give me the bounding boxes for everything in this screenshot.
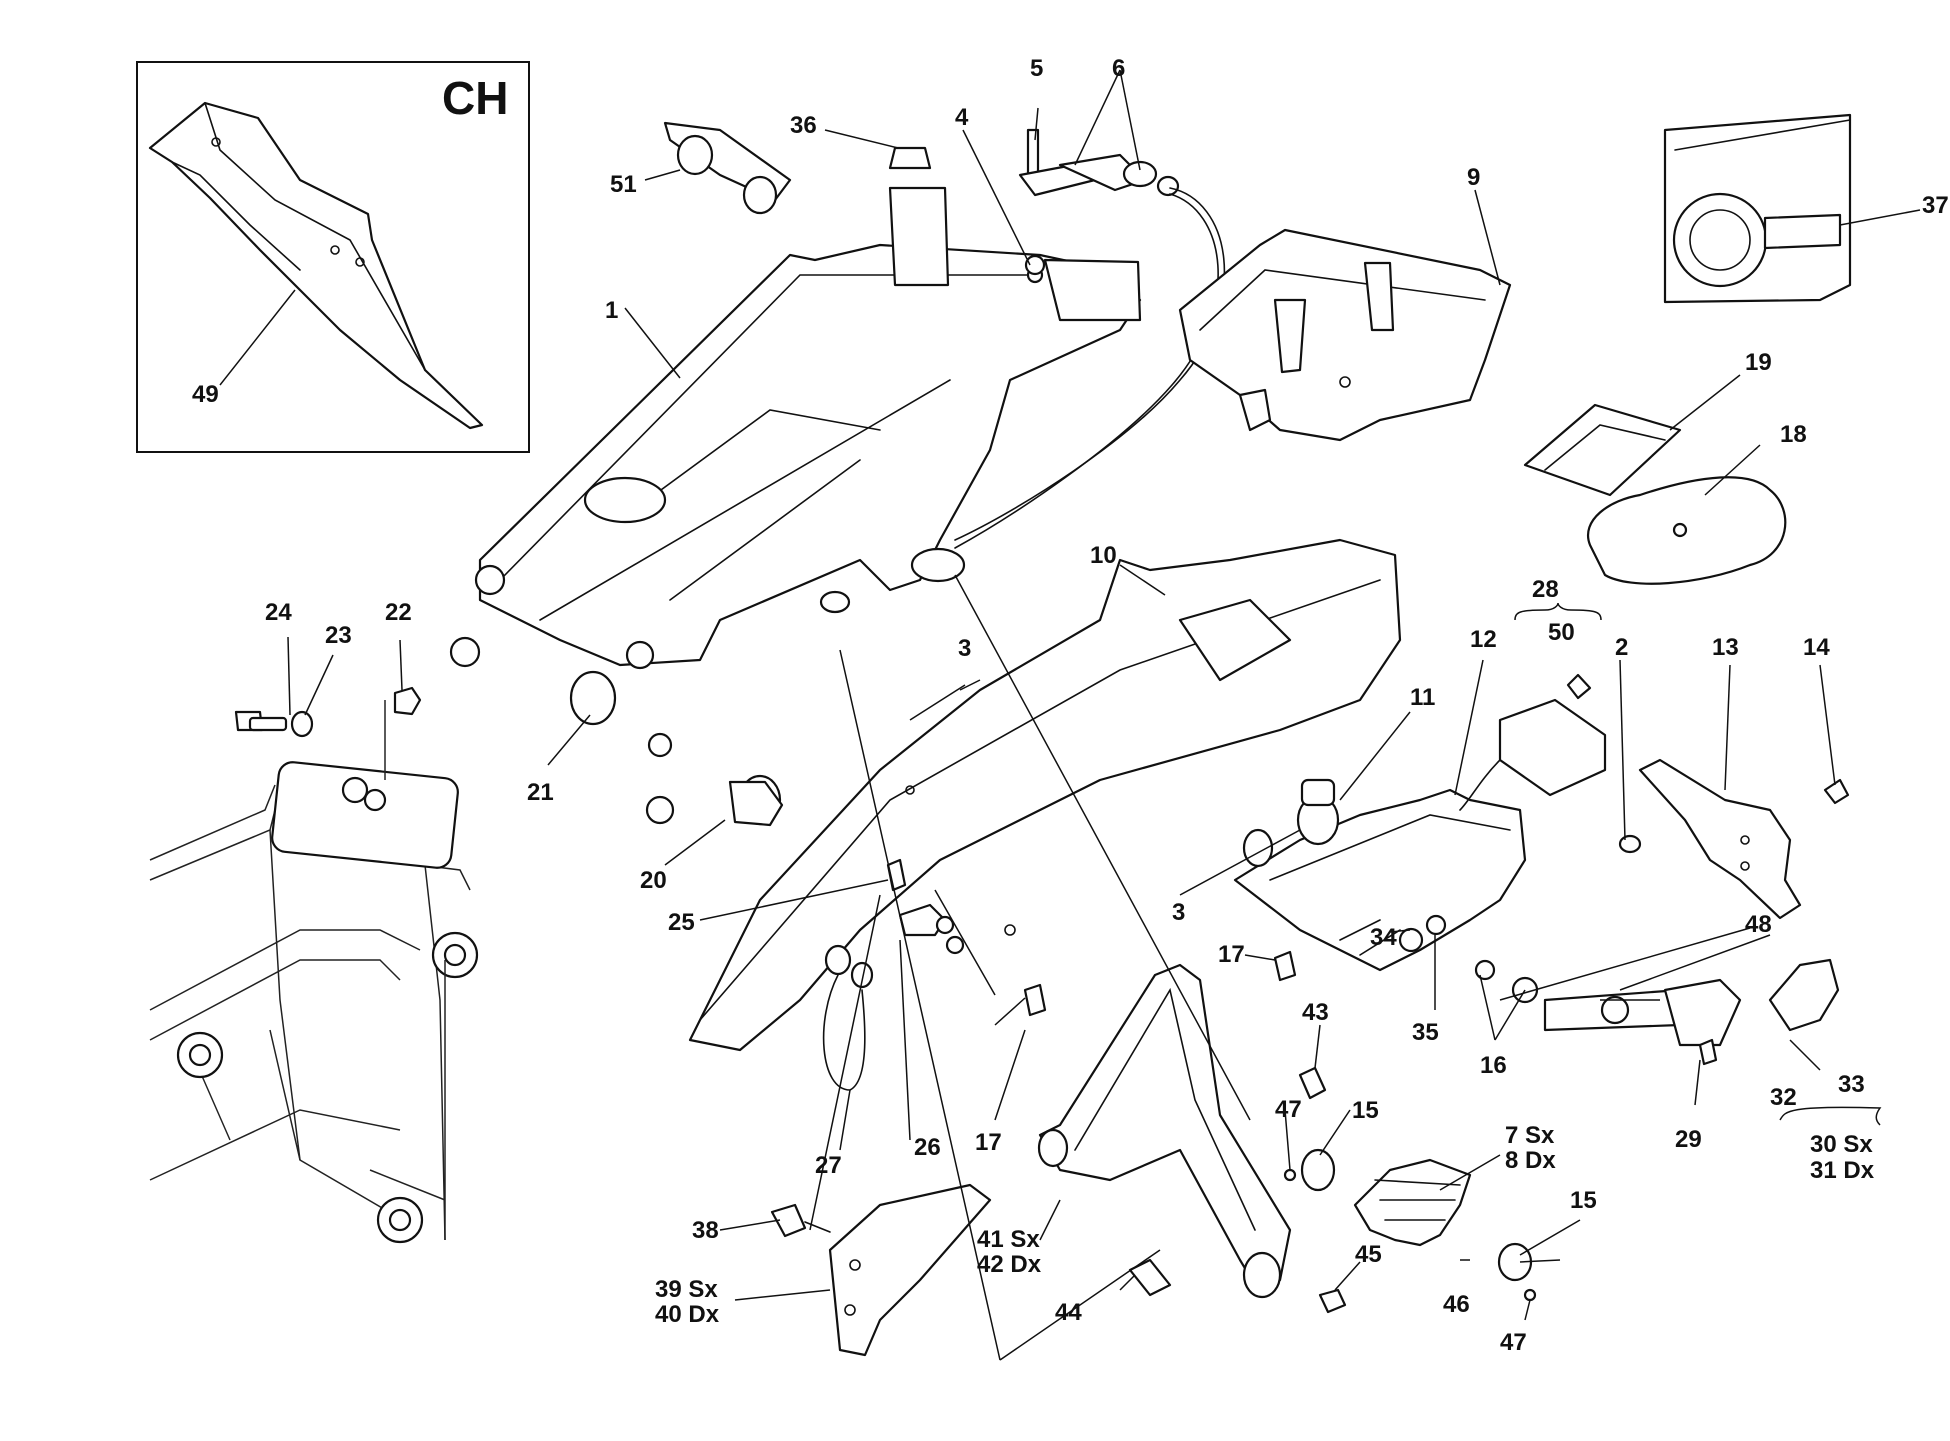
label-44: 44 <box>1055 1299 1082 1326</box>
label-15a: 15 <box>1352 1097 1379 1124</box>
label-29: 29 <box>1675 1126 1702 1153</box>
parts-22-23-24 <box>234 686 422 738</box>
label-10: 10 <box>1090 542 1117 569</box>
parts-20-21 <box>569 670 784 827</box>
label-25: 25 <box>668 909 695 936</box>
label-23: 23 <box>325 622 352 649</box>
inset-tag: CH <box>442 72 508 124</box>
label-4: 4 <box>955 104 969 131</box>
label-27: 27 <box>815 1152 842 1179</box>
label-35: 35 <box>1412 1019 1439 1046</box>
label-3b: 3 <box>1172 899 1185 926</box>
label-12: 12 <box>1470 626 1497 653</box>
turn-signal <box>1543 958 1840 1066</box>
label-47b: 47 <box>1500 1329 1527 1356</box>
label-17b: 17 <box>975 1129 1002 1156</box>
rear-cover <box>688 538 1402 1052</box>
label-1: 1 <box>605 297 618 324</box>
label-45: 45 <box>1355 1241 1382 1268</box>
label-49: 49 <box>192 381 219 408</box>
label-34: 34 <box>1370 924 1397 951</box>
part-37 <box>1663 113 1852 304</box>
label-22: 22 <box>385 599 412 626</box>
rear-subframe <box>449 186 1142 670</box>
label-38: 38 <box>692 1217 719 1244</box>
label-46: 46 <box>1443 1291 1470 1318</box>
label-7: 7 Sx <box>1505 1122 1555 1149</box>
label-2: 2 <box>1615 634 1628 661</box>
label-26: 26 <box>914 1134 941 1161</box>
battery-cable <box>822 858 1297 1091</box>
battery-box <box>1178 228 1512 442</box>
label-14: 14 <box>1803 634 1830 661</box>
footpeg-bracket <box>1037 963 1537 1314</box>
label-21: 21 <box>527 779 554 806</box>
label-51: 51 <box>610 171 637 198</box>
brace-28 <box>1514 602 1602 621</box>
label-47a: 47 <box>1275 1096 1302 1123</box>
label-18: 18 <box>1780 421 1807 448</box>
label-16: 16 <box>1480 1052 1507 1079</box>
label-32: 32 <box>1770 1084 1797 1111</box>
heel-guard <box>770 1183 992 1357</box>
label-48: 48 <box>1745 911 1772 938</box>
label-31: 31 Dx <box>1810 1157 1875 1184</box>
label-37: 37 <box>1922 192 1949 219</box>
rear-light <box>1459 673 1607 811</box>
label-41: 41 Sx <box>977 1226 1040 1253</box>
label-42: 42 Dx <box>977 1251 1042 1278</box>
label-6: 6 <box>1112 55 1125 82</box>
label-5: 5 <box>1030 55 1043 82</box>
label-15b: 15 <box>1570 1187 1597 1214</box>
part-labels: 1 2 3 3 4 5 6 7 Sx 8 Dx 9 10 11 12 13 14… <box>265 55 1949 1356</box>
inset-ch: CH 49 <box>136 61 530 453</box>
label-28: 28 <box>1532 576 1559 603</box>
label-9: 9 <box>1467 164 1480 191</box>
label-3a: 3 <box>958 635 971 662</box>
label-11: 11 <box>1410 684 1435 711</box>
label-20: 20 <box>640 867 667 894</box>
label-13: 13 <box>1712 634 1739 661</box>
plate-holder <box>1638 758 1850 920</box>
label-43: 43 <box>1302 999 1329 1026</box>
main-frame-outline <box>149 700 479 1244</box>
label-17a: 17 <box>1218 941 1245 968</box>
label-36: 36 <box>790 112 817 139</box>
rear-tail <box>1233 778 1642 1004</box>
label-19: 19 <box>1745 349 1772 376</box>
part-49-bracket <box>148 101 484 430</box>
label-33: 33 <box>1838 1071 1865 1098</box>
leader-lines <box>287 69 1921 1361</box>
label-30: 30 Sx <box>1810 1131 1873 1158</box>
parts-top-small <box>663 121 1180 276</box>
label-50: 50 <box>1548 619 1575 646</box>
parts-18-19 <box>1523 403 1787 585</box>
label-40: 40 Dx <box>655 1301 720 1328</box>
label-24: 24 <box>265 599 292 626</box>
label-39: 39 Sx <box>655 1276 718 1303</box>
cable <box>954 187 1226 541</box>
label-8: 8 Dx <box>1505 1147 1556 1174</box>
